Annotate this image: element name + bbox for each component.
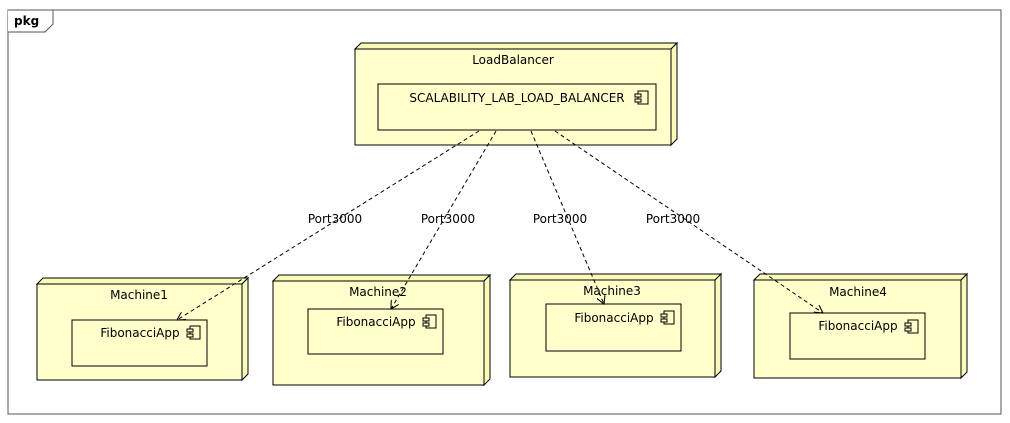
connector-label: Port3000: [421, 212, 475, 226]
component-name: FibonacciApp: [818, 319, 897, 333]
component-fibonacci-app[interactable]: FibonacciApp: [71, 319, 208, 367]
component-icon: [660, 310, 675, 325]
connector-label: Port3000: [308, 212, 362, 226]
node-title: Machine1: [110, 288, 168, 302]
component-name: SCALABILITY_LAB_LOAD_BALANCER: [409, 91, 624, 105]
connector-label: Port3000: [646, 212, 700, 226]
node-3d-side: [714, 272, 722, 379]
node-3d-side: [241, 276, 249, 382]
connector-lb-machine-3[interactable]: [530, 130, 604, 304]
node-3d-side: [670, 41, 678, 147]
component-icon: [422, 314, 437, 329]
node-3d-side: [483, 273, 491, 387]
component-fibonacci-app[interactable]: FibonacciApp: [545, 303, 682, 352]
component-fibonacci-app[interactable]: FibonacciApp: [307, 308, 444, 355]
node-title: Machine4: [829, 285, 887, 299]
component-name: FibonacciApp: [100, 326, 179, 340]
component-name: FibonacciApp: [574, 311, 653, 325]
node-load-balancer[interactable]: LoadBalancer SCALABILITY_LAB_LOAD_BALANC…: [353, 41, 679, 147]
node-3d-top: [353, 42, 679, 50]
package-tab: [8, 9, 54, 33]
component-fibonacci-app[interactable]: FibonacciApp: [789, 312, 926, 360]
node-machine-1[interactable]: Machine1 FibonacciApp: [35, 276, 250, 382]
node-3d-side: [960, 272, 968, 380]
component-icon: [904, 319, 919, 334]
node-title: Machine3: [583, 284, 641, 298]
node-title: LoadBalancer: [472, 53, 554, 67]
component-icon: [634, 90, 649, 105]
node-3d-top: [752, 273, 969, 281]
connectors: [177, 130, 823, 320]
component-load-balancer[interactable]: SCALABILITY_LAB_LOAD_BALANCER: [377, 83, 657, 131]
node-machine-4[interactable]: Machine4 FibonacciApp: [752, 272, 969, 380]
connector-label: Port3000: [533, 212, 587, 226]
node-machine-3[interactable]: Machine3 FibonacciApp: [508, 272, 723, 379]
node-3d-top: [271, 274, 492, 282]
package-tab-label: pkg: [14, 14, 39, 28]
node-machine-2[interactable]: Machine2 FibonacciApp: [271, 273, 492, 387]
component-icon: [186, 325, 201, 340]
connector-lb-machine-4[interactable]: [554, 130, 823, 313]
node-title: Machine2: [349, 285, 407, 299]
node-3d-top: [508, 273, 723, 281]
component-name: FibonacciApp: [336, 315, 415, 329]
connector-lb-machine-1[interactable]: [177, 130, 480, 320]
node-3d-top: [35, 277, 250, 285]
